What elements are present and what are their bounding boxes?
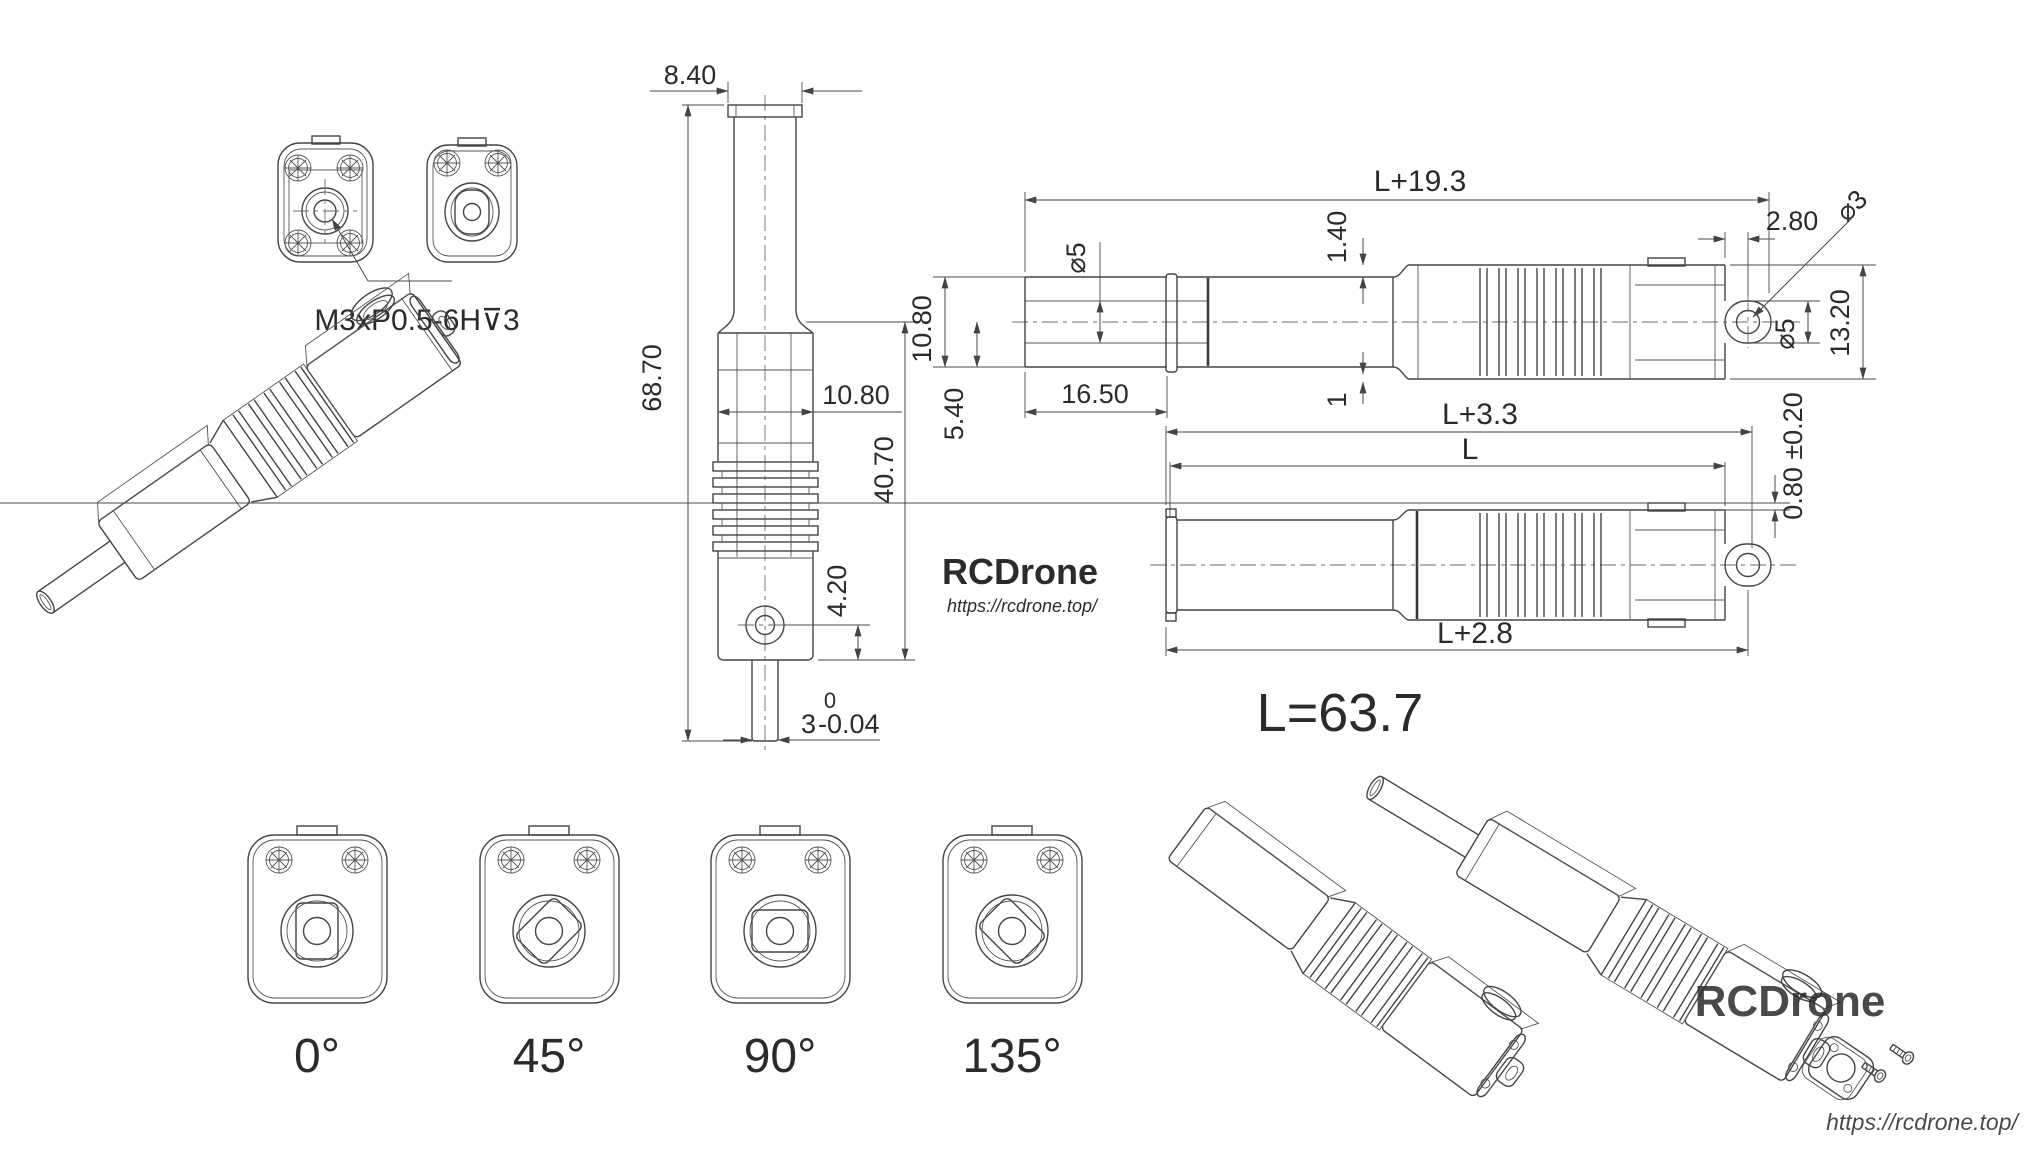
dim-shaft-nominal: 3 — [801, 709, 816, 739]
dim-hole-offset: 4.20 — [822, 565, 852, 618]
dim-body-width: 10.80 — [822, 380, 890, 410]
dim-clevis-hole-diameter: ⌀3 — [1830, 184, 1873, 227]
side-retracted-dimensions: L+3.3 L L+2.8 0.80 ±0.20 — [1165, 392, 1808, 656]
orientation-view-0 — [247, 825, 388, 1004]
side-retracted-ribs — [1479, 513, 1602, 617]
watermark-url: https://rcdrone.top/ — [1826, 1109, 2020, 1135]
end-view-clevis-rear — [426, 137, 518, 263]
side-view-retracted: L+3.3 L L+2.8 0.80 ±0.20 L=63.7 — [1150, 392, 1808, 743]
side-view-extended: L+19.3 ⌀5 1.40 10.80 5.40 16.50 1 2.80 ⌀… — [0, 165, 1876, 504]
dim-center-offset: 5.40 — [939, 388, 969, 441]
orientation-view-90 — [710, 825, 851, 1004]
orientation-view-45 — [479, 825, 620, 1004]
dim-length-overall: L+3.3 — [1442, 398, 1518, 431]
dim-rod-diameter: ⌀5 — [1061, 242, 1091, 273]
watermark-brand: RCDrone — [942, 551, 1098, 592]
dim-tab-height: 0.80 ±0.20 — [1778, 392, 1808, 519]
end-view-threaded — [277, 135, 374, 263]
dim-lower-height: 40.70 — [869, 436, 899, 504]
length-note: L=63.7 — [1257, 683, 1424, 743]
watermark-center: RCDrone https://rcdrone.top/ — [942, 551, 1099, 616]
dim-body-height: 13.20 — [1825, 289, 1855, 357]
watermark-bottom-right: RCDrone https://rcdrone.top/ — [1695, 977, 2021, 1135]
mounting-screw-1 — [1861, 1061, 1887, 1083]
front-view-ribs — [712, 461, 819, 552]
side-extended-ribs — [1479, 268, 1602, 376]
watermark-url: https://rcdrone.top/ — [947, 596, 1099, 616]
front-view-dimensions: 8.40 68.70 10.80 40.70 4.20 3 0 -0.04 — [637, 60, 915, 744]
thread-callout: M3xP0.5-6H⊽3 — [314, 218, 520, 337]
watermark-brand: RCDrone — [1695, 977, 1886, 1026]
dim-rod-length: 16.50 — [1061, 379, 1129, 409]
front-view: 8.40 68.70 10.80 40.70 4.20 3 0 -0.04 — [637, 60, 915, 755]
isometric-view-rear-a — [1168, 800, 1540, 1098]
dim-clevis-diameter: ⌀5 — [1770, 318, 1800, 349]
orientation-label-135: 135° — [962, 1030, 1061, 1083]
dim-overall-length: L+19.3 — [1374, 165, 1467, 198]
orientation-label-0: 0° — [294, 1030, 340, 1083]
orientation-label-90: 90° — [744, 1030, 817, 1083]
isometric-view-rear-b — [1366, 775, 1842, 1082]
dim-step-height: 1.40 — [1322, 211, 1352, 264]
dim-cap-width: 8.40 — [664, 60, 717, 90]
dim-length-rear: L+2.8 — [1437, 617, 1513, 650]
orientation-label-45: 45° — [513, 1030, 586, 1083]
dim-length-body: L — [1462, 433, 1479, 466]
orientation-view-135 — [942, 825, 1083, 1004]
dim-shaft-tol-upper: 0 — [824, 688, 836, 713]
dim-housing-height: 10.80 — [907, 295, 937, 363]
isometric-view-main — [36, 272, 461, 614]
mounting-flange — [1801, 1036, 1875, 1101]
orientation-views: 0° 45° 90° 135° — [247, 825, 1083, 1083]
dim-shaft-tol-lower: -0.04 — [818, 709, 880, 739]
dim-total-height: 68.70 — [637, 344, 667, 412]
dim-clevis-offset: 2.80 — [1766, 206, 1819, 236]
mounting-screw-2 — [1889, 1043, 1915, 1065]
dim-rib-width: 1 — [1322, 392, 1352, 407]
